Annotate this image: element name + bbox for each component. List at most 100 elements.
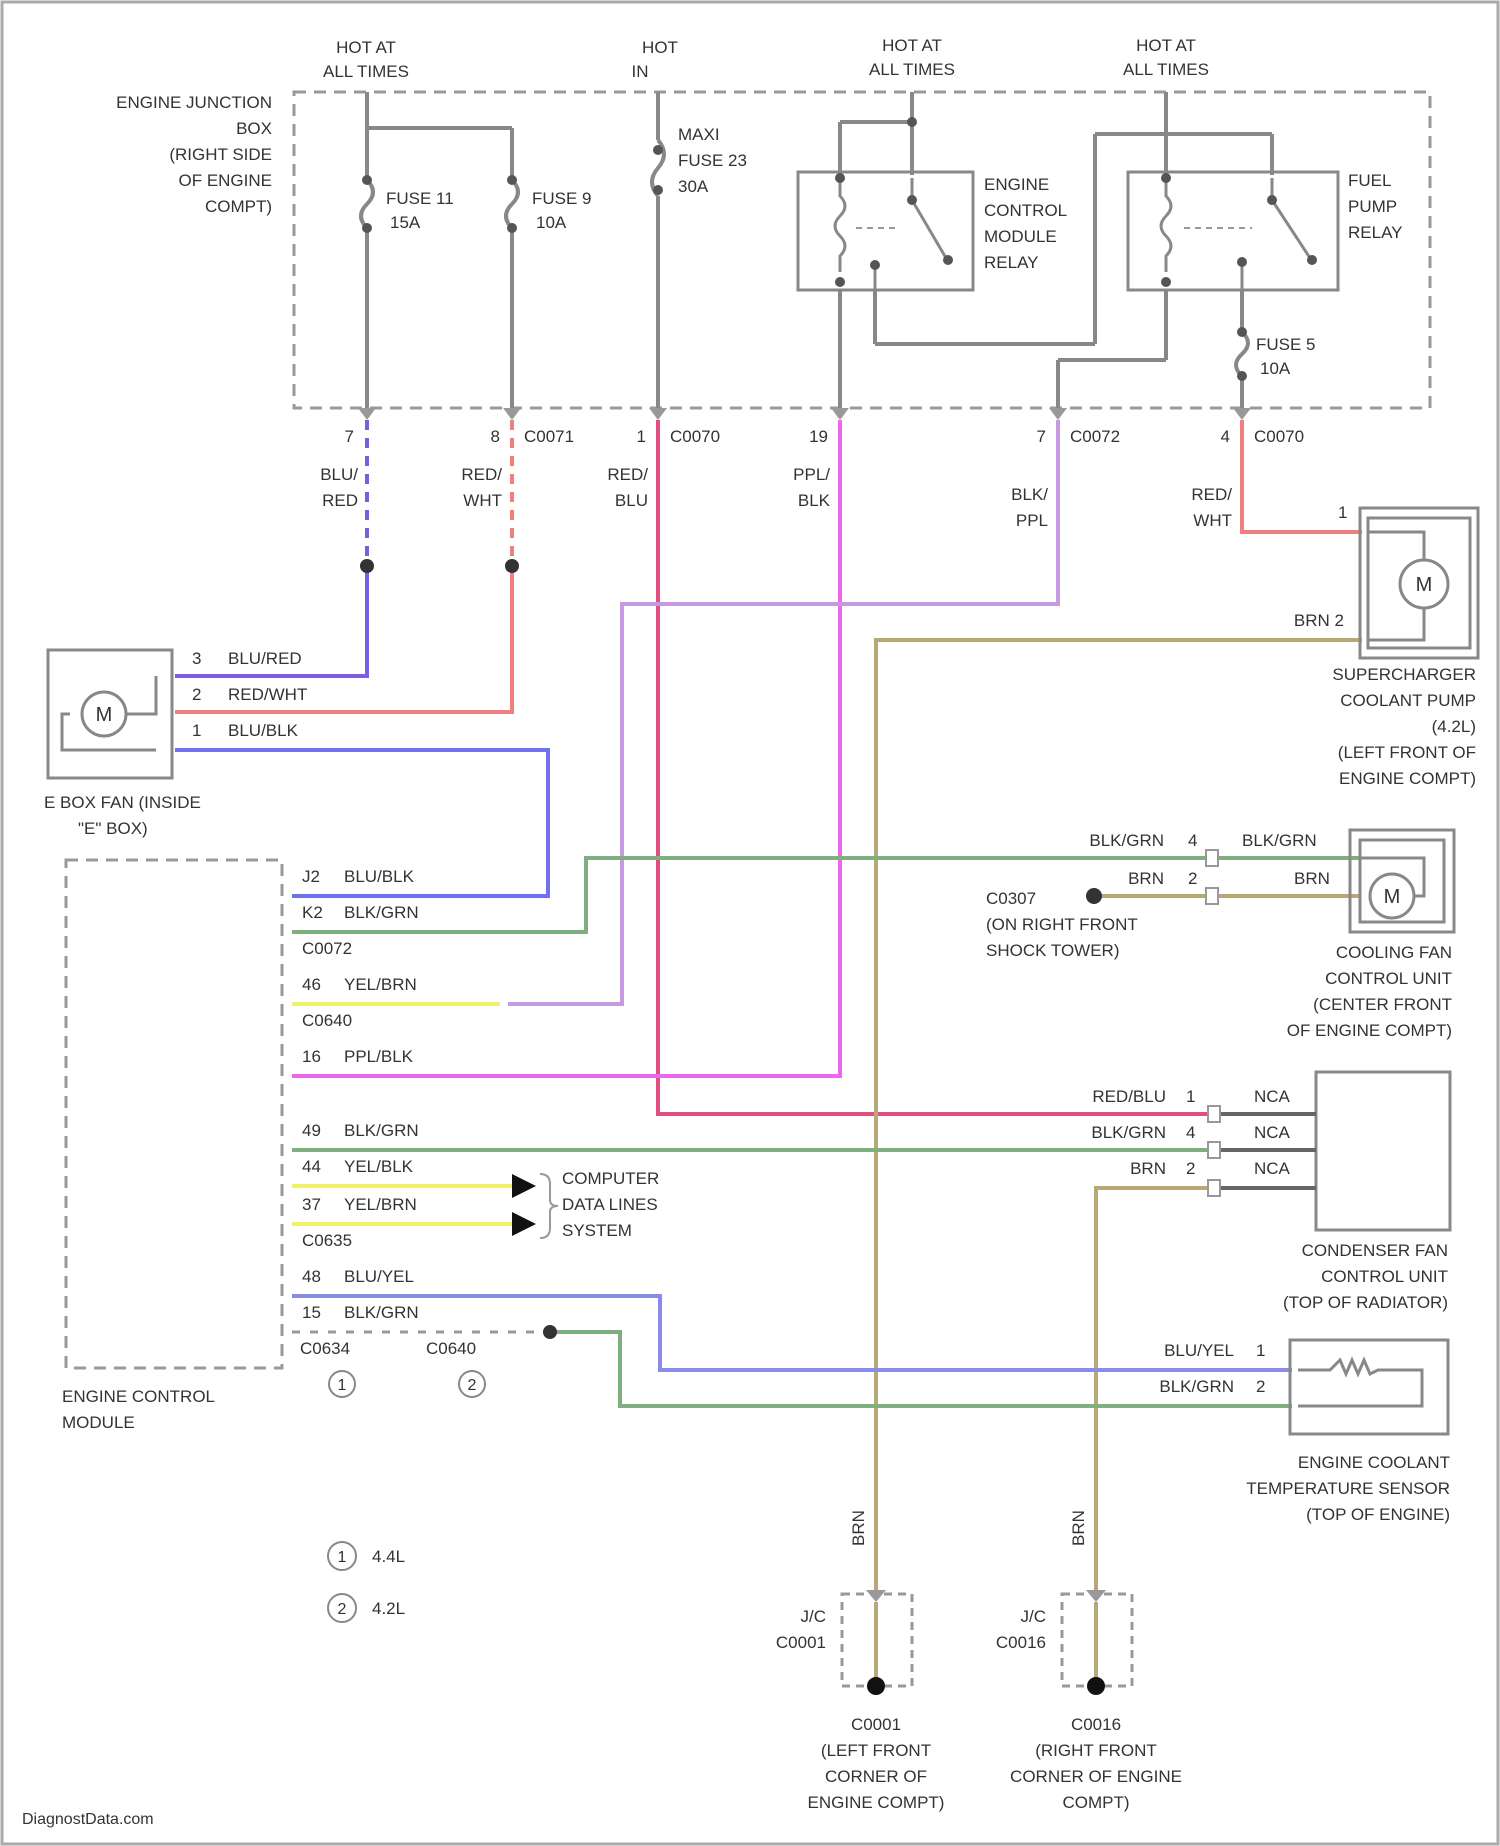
ecm-pin-6: 49 [302,1121,321,1140]
c0071-pin8: 8 [491,427,500,446]
g2-loc-2: CORNER OF ENGINE [1010,1767,1182,1786]
jb-label-5: COMPT) [205,197,272,216]
lbl-blu-red-2: RED [322,491,358,510]
cf-pin2: 2 [1188,869,1197,888]
fuse23-line1: MAXI [678,125,720,144]
g1-jc-2: C0001 [776,1633,826,1652]
ecm-pin-2: C0072 [302,939,352,958]
cf-pin4: 4 [1188,831,1197,850]
ecm-pin-wire-8: YEL/BRN [344,1195,417,1214]
cf-ground-loc-1: (ON RIGHT FRONT [986,915,1138,934]
hot4-line2: ALL TIMES [1123,60,1209,79]
pump-pin1: 1 [1338,503,1347,522]
g2-jc-1: J/C [1021,1607,1047,1626]
cf-wire2-right: BRN [1294,869,1330,888]
cd-nca1: NCA [1254,1087,1291,1106]
lbl-red-blu-1: RED/ [607,465,648,484]
pump-motor-symbol: M [1416,574,1433,596]
ect-label-3: (TOP OF ENGINE) [1306,1505,1450,1524]
ecm-pin-wire-3: YEL/BRN [344,975,417,994]
note-circle-1-num: 1 [338,1377,347,1394]
fpr-line3: RELAY [1348,223,1403,242]
fpr-line2: PUMP [1348,197,1397,216]
ebox-wire3: BLU/RED [228,649,302,668]
cd-label-1: CONDENSER FAN [1302,1241,1448,1260]
cf-label-1: COOLING FAN [1336,943,1452,962]
ecm-pin-wire-10: BLU/YEL [344,1267,414,1286]
lbl-ppl-blk-1: PPL/ [793,465,830,484]
cf-label-4: OF ENGINE COMPT) [1287,1021,1452,1040]
g2-jc-2: C0016 [996,1633,1046,1652]
g1-loc-1: (LEFT FRONT [821,1741,931,1760]
ecm-pin-wire-7: YEL/BLK [344,1157,414,1176]
lbl-ppl-blk-2: BLK [798,491,831,510]
lbl-blk-ppl-2: PPL [1016,511,1048,530]
ecm-pin-wire-6: BLK/GRN [344,1121,419,1140]
ecm-conn-c0640: C0640 [426,1339,476,1358]
pin19: 19 [809,427,828,446]
lbl-blk-ppl-1: BLK/ [1011,485,1048,504]
ecm-pin-wire-1: BLK/GRN [344,903,419,922]
lbl-red-wht2-2: WHT [1193,511,1232,530]
g1-loc-2: CORNER OF [825,1767,927,1786]
hot3-line1: HOT AT [882,36,942,55]
ecm-pin-10: 48 [302,1267,321,1286]
cf-label-3: (CENTER FRONT [1313,995,1452,1014]
c0070-pin1: 1 [637,427,646,446]
ebox-pin3: 3 [192,649,201,668]
lbl-red-wht2-1: RED/ [1191,485,1232,504]
ebox-label-2: "E" BOX) [78,819,148,838]
g2-wire: BRN [1069,1510,1088,1546]
ecm-pin-7: 44 [302,1157,321,1176]
cooling-fan-motor-symbol: M [1384,886,1401,908]
pump-pin2: BRN 2 [1294,611,1344,630]
watermark: DiagnostData.com [22,1811,154,1828]
lbl-red-wht-2: WHT [463,491,502,510]
ect-wire1: BLU/YEL [1164,1341,1234,1360]
pump-label-1: SUPERCHARGER [1332,665,1476,684]
hot1-line1: HOT AT [336,38,396,57]
g2-loc-3: COMPT) [1062,1793,1129,1812]
ecm-pin-wire-0: BLU/BLK [344,867,415,886]
hot1-line2: ALL TIMES [323,62,409,81]
c0070b-name: C0070 [1254,427,1304,446]
fuse11-name: FUSE 11 [386,189,454,208]
pump-label-2: COOLANT PUMP [1340,691,1476,710]
note-circle-2-num: 2 [468,1377,477,1394]
g2-name: C0016 [1071,1715,1121,1734]
lbl-blu-red-1: BLU/ [320,465,358,484]
ebox-wire1: BLU/BLK [228,721,299,740]
ecm-pin-4: C0640 [302,1011,352,1030]
g1-loc-3: ENGINE COMPT) [808,1793,945,1812]
ect-label-2: TEMPERATURE SENSOR [1246,1479,1450,1498]
cf-wire2-left: BRN [1128,869,1164,888]
cf-wire4-left: BLK/GRN [1089,831,1164,850]
g1-wire: BRN [849,1510,868,1546]
ecm-label-1: ENGINE CONTROL [62,1387,215,1406]
fuse9-rating: 10A [536,213,567,232]
hot2-line2: IN [632,62,649,81]
jb-label-3: (RIGHT SIDE [169,145,272,164]
cd-pin2: 2 [1186,1159,1195,1178]
ebox-fan-motor-symbol: M [96,704,113,726]
c0072-name: C0072 [1070,427,1120,446]
ecm-pin-5: 16 [302,1047,321,1066]
data-lines-2: DATA LINES [562,1195,658,1214]
ect-wire2: BLK/GRN [1159,1377,1234,1396]
cf-wire4-right: BLK/GRN [1242,831,1317,850]
ecm-pin-9: C0635 [302,1231,352,1250]
lbl-red-wht-1: RED/ [461,465,502,484]
ecm-pin-1: K2 [302,903,323,922]
fuse5-name: FUSE 5 [1256,335,1316,354]
ecm-conn-c0634: C0634 [300,1339,350,1358]
fuse23-line3: 30A [678,177,709,196]
fuse23-line2: FUSE 23 [678,151,747,170]
ebox-pin1: 1 [192,721,201,740]
ecm-pin-wire-11: BLK/GRN [344,1303,419,1322]
fuse5-rating: 10A [1260,359,1291,378]
ect-pin1: 1 [1256,1341,1265,1360]
ebox-pin2: 2 [192,685,201,704]
cf-label-2: CONTROL UNIT [1325,969,1452,988]
